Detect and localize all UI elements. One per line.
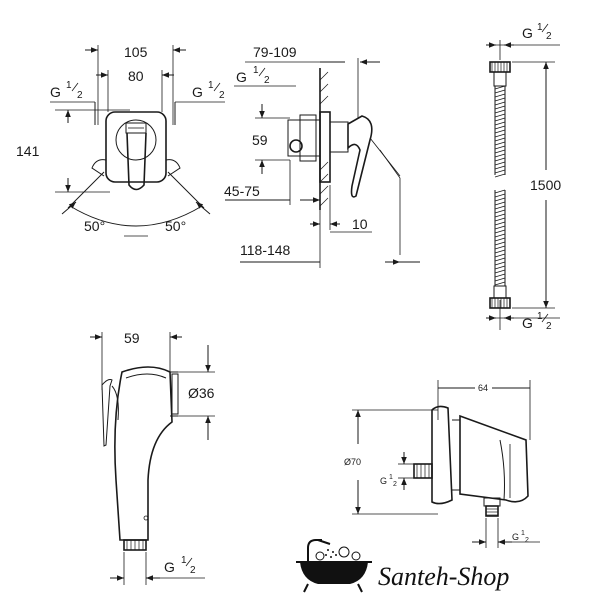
hose-thread-bottom-label: G xyxy=(522,315,533,331)
thread-left-den: 2 xyxy=(77,90,83,101)
angle-left: 50° xyxy=(84,218,105,234)
hose-thread-bottom-num: 1 xyxy=(537,311,543,322)
connector-diameter: Ø70 xyxy=(344,457,361,467)
shower-thread-label: G xyxy=(164,559,175,575)
dim-projection: 10 xyxy=(352,216,368,232)
bathtub-icon xyxy=(296,539,372,593)
dim-depth-range: 79-109 xyxy=(253,44,297,60)
brand-logo: Santeh-Shop xyxy=(296,539,509,593)
thread-left-num: 1 xyxy=(66,80,72,91)
dim-offset: 59 xyxy=(252,132,268,148)
hose-view: G 1 2 1500 xyxy=(486,22,561,332)
side-thread-den: 2 xyxy=(264,75,270,86)
connector-thread-bottom-num: 1 xyxy=(521,530,525,537)
connector-thread-left-label: G xyxy=(380,476,387,486)
connector-thread-bottom-label: G xyxy=(512,532,519,542)
connector-thread-bottom-den: 2 xyxy=(525,537,529,544)
hose-upper-coil xyxy=(494,85,506,178)
side-thread-num: 1 xyxy=(253,65,259,76)
dim-width-inner: 80 xyxy=(128,68,144,84)
hose-thread-top-label: G xyxy=(522,25,533,41)
brand-name: Santeh-Shop xyxy=(378,562,509,591)
dim-wall-range: 45-75 xyxy=(224,183,260,199)
connector-width: 64 xyxy=(478,383,488,393)
hose-thread-top-num: 1 xyxy=(537,22,543,33)
hose-lower-coil xyxy=(494,189,506,286)
side-thread-label: G xyxy=(236,69,247,85)
dim-height: 141 xyxy=(16,143,40,159)
mixer-side-view: 79-109 G 1 2 59 xyxy=(224,44,420,268)
shower-width: 59 xyxy=(124,330,140,346)
thread-right-num: 1 xyxy=(208,80,214,91)
shower-diameter: Ø36 xyxy=(188,385,215,401)
handshower-view: 59 Ø36 G 1 2 xyxy=(90,330,215,585)
dim-total-range: 118-148 xyxy=(240,242,291,258)
shower-thread-den: 2 xyxy=(190,565,196,576)
wall-connector-view: 64 Ø70 G 1 2 xyxy=(344,380,540,548)
connector-thread-left-num: 1 xyxy=(389,474,393,481)
shower-thread-num: 1 xyxy=(181,555,187,566)
angle-right: 50° xyxy=(165,218,186,234)
hose-thread-top-den: 2 xyxy=(546,31,552,42)
mixer-front-view: 105 80 G 1 2 G 1 2 141 xyxy=(16,44,225,237)
thread-right-label: G xyxy=(192,84,203,100)
dim-width-outer: 105 xyxy=(124,44,148,60)
thread-left-label: G xyxy=(50,84,61,100)
hose-length: 1500 xyxy=(530,177,561,193)
connector-thread-left-den: 2 xyxy=(393,481,397,488)
thread-right-den: 2 xyxy=(219,90,225,101)
hose-thread-bottom-den: 2 xyxy=(546,321,552,332)
